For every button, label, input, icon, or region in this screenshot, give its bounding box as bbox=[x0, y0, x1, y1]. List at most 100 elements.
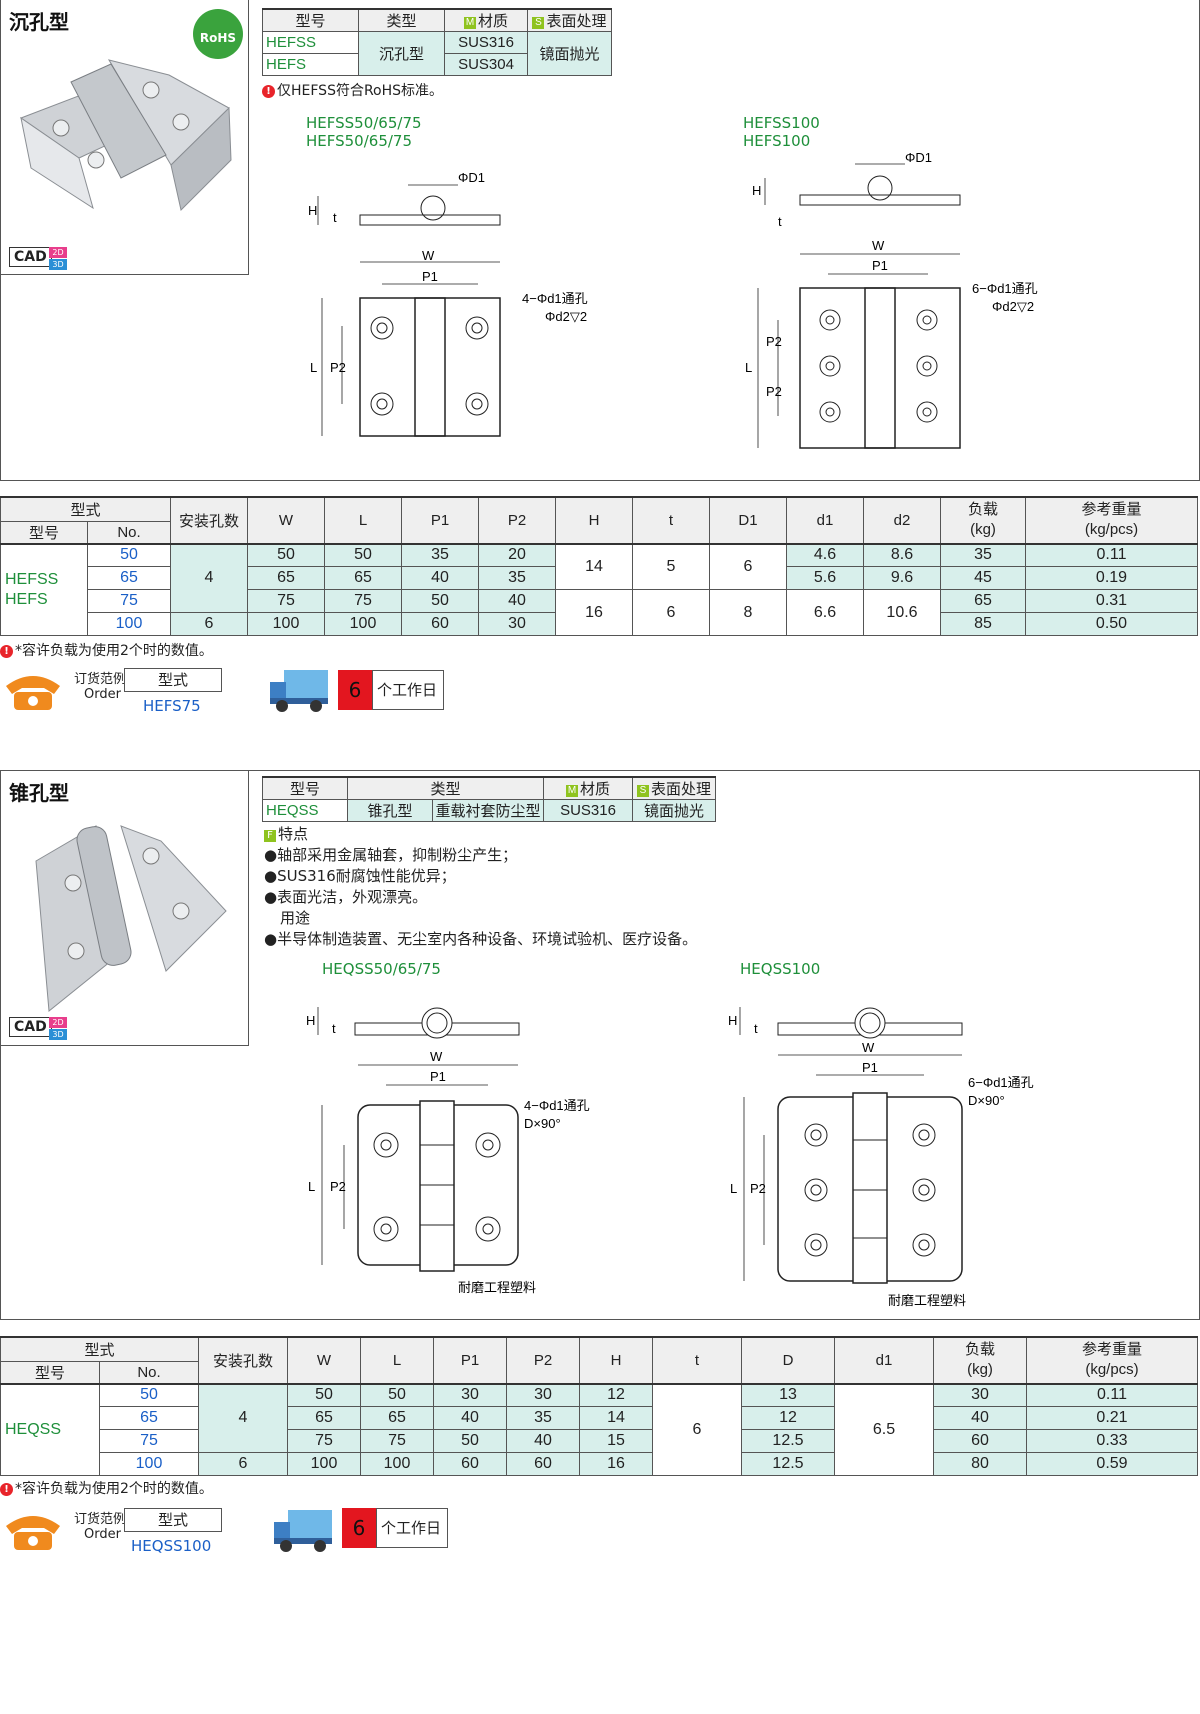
cell: 75 bbox=[324, 589, 402, 613]
spec-header-model: 型号 bbox=[262, 8, 359, 32]
product-photo-panel: 锥孔型 CAD 2D 3D bbox=[0, 770, 249, 1046]
cell: 12.5 bbox=[741, 1429, 835, 1453]
dim-t: t bbox=[332, 1021, 336, 1036]
cell: 6 bbox=[632, 589, 710, 636]
cad-3d-badge[interactable]: 3D bbox=[49, 1029, 67, 1040]
hinge-drawing-a: ΦD1 H t W P1 L P2 4−Φd1通孔 Φd2▽2 bbox=[308, 170, 588, 437]
no-cell: 75 bbox=[99, 1429, 199, 1453]
cell: 100 bbox=[247, 612, 325, 636]
hinge-photo bbox=[35, 825, 227, 1012]
table-header: L bbox=[360, 1336, 434, 1384]
no-cell: 50 bbox=[87, 543, 171, 567]
rohs-label: RoHS bbox=[199, 31, 237, 45]
features-title-text: 特点 bbox=[278, 825, 309, 843]
cell: 12.5 bbox=[741, 1452, 835, 1476]
no-cell: 75 bbox=[87, 589, 171, 613]
table-header: D bbox=[741, 1336, 835, 1384]
cell: 35 bbox=[478, 566, 556, 590]
hinge-drawing-b: H t W P1 L P2 6−Φd1通孔 D×90° 耐磨工程塑料 bbox=[728, 1007, 1034, 1308]
order-head: 型式 bbox=[124, 668, 222, 692]
cell: 9.6 bbox=[863, 566, 941, 590]
order-label-en: Order bbox=[84, 687, 121, 702]
holes-cell: 4 bbox=[170, 543, 248, 613]
cad-badge[interactable]: CAD bbox=[9, 247, 52, 267]
cell: 50 bbox=[360, 1383, 434, 1407]
order-label-en: Order bbox=[84, 1527, 121, 1542]
cell: 50 bbox=[433, 1429, 507, 1453]
table-header: L bbox=[324, 496, 402, 544]
cell: 6 bbox=[652, 1383, 742, 1476]
order-example[interactable]: HEFS75 bbox=[143, 697, 201, 715]
section-title: 沉孔型 bbox=[9, 10, 69, 34]
table-header: H bbox=[555, 496, 633, 544]
cell: 60 bbox=[933, 1429, 1027, 1453]
table-header: 型式 bbox=[0, 496, 171, 522]
header-line: (kg/pcs) bbox=[1085, 1361, 1139, 1379]
cell: 50 bbox=[287, 1383, 361, 1407]
cell: 10.6 bbox=[863, 589, 941, 636]
drawing-title-line: HEFS100 bbox=[743, 132, 811, 150]
dim-p1: P1 bbox=[422, 269, 438, 284]
spec-model: HEFS bbox=[262, 53, 359, 76]
table-header: P1 bbox=[401, 496, 479, 544]
table-header: 参考重量(kg/pcs) bbox=[1025, 496, 1198, 544]
dim-h: H bbox=[306, 1013, 315, 1028]
cad-badge[interactable]: CAD bbox=[9, 1017, 52, 1037]
no-cell: 100 bbox=[87, 612, 171, 636]
order-example[interactable]: HEQSS100 bbox=[131, 1537, 212, 1555]
cell: 35 bbox=[506, 1406, 580, 1430]
table-header: d1 bbox=[786, 496, 864, 544]
cell: 50 bbox=[247, 543, 325, 567]
header-line: 负载 bbox=[964, 1341, 995, 1359]
table-header: d1 bbox=[834, 1336, 934, 1384]
feature-tag-icon: F bbox=[264, 830, 276, 842]
hinge-drawing-b: ΦD1 H t W P1 L P2 P2 6−Φd1通孔 Φd2▽2 bbox=[745, 150, 1038, 449]
no-cell: 50 bbox=[99, 1383, 199, 1407]
dim-p1: P1 bbox=[872, 258, 888, 273]
cell: 16 bbox=[555, 589, 633, 636]
model-line: HEFSS bbox=[5, 570, 59, 588]
header-line: 负载 bbox=[967, 501, 998, 519]
dim-p1: P1 bbox=[430, 1069, 446, 1084]
table-header: W bbox=[247, 496, 325, 544]
table-header: No. bbox=[99, 1360, 199, 1384]
no-cell: 100 bbox=[99, 1452, 199, 1476]
cell: 0.21 bbox=[1026, 1406, 1198, 1430]
cell: 40 bbox=[478, 589, 556, 613]
spec-material: SUS304 bbox=[444, 53, 528, 76]
material-tag-icon: M bbox=[565, 785, 578, 797]
cell: 60 bbox=[401, 612, 479, 636]
table-row: 65 65 65 40 35 5.6 9.6 45 0.19 bbox=[1, 566, 1198, 590]
surface-tag-icon: S bbox=[532, 17, 545, 29]
table-row: 75 75 75 50 40 15 12.5 60 0.33 bbox=[1, 1429, 1198, 1453]
table-header: 型号 bbox=[0, 1360, 100, 1384]
header-line: 参考重量 bbox=[1081, 501, 1142, 519]
product-photo-panel: 沉孔型 RoHS CAD 2D 3D bbox=[0, 0, 249, 275]
lead-time-label: 个工作日 bbox=[376, 1508, 448, 1548]
table-header: d2 bbox=[863, 496, 941, 544]
material-label: 材质 bbox=[579, 781, 610, 798]
table-header: P2 bbox=[506, 1336, 580, 1384]
order-label: 订货范例 Order bbox=[74, 672, 126, 702]
cell: 60 bbox=[506, 1452, 580, 1476]
cell: 50 bbox=[401, 589, 479, 613]
cell: 30 bbox=[433, 1383, 507, 1407]
table-header: 负载(kg) bbox=[940, 496, 1026, 544]
cad-2d-badge[interactable]: 2D bbox=[49, 247, 67, 258]
hinge-photo bbox=[19, 59, 232, 211]
warning-icon: ! bbox=[262, 85, 275, 98]
drawing-title: HEFSS50/65/75 HEFS50/65/75 bbox=[306, 114, 422, 150]
spec-model: HEFSS bbox=[262, 31, 359, 54]
table-header: 安装孔数 bbox=[170, 496, 248, 544]
cell: 0.50 bbox=[1025, 612, 1198, 636]
cell: 45 bbox=[940, 566, 1026, 590]
table-row: 100 6 100 100 60 30 85 0.50 bbox=[1, 612, 1198, 636]
table-header: 参考重量(kg/pcs) bbox=[1026, 1336, 1198, 1384]
order-label-cn: 订货范例 bbox=[74, 1512, 127, 1527]
warning-icon: ! bbox=[0, 1483, 13, 1496]
cad-3d-badge[interactable]: 3D bbox=[49, 259, 67, 270]
cad-2d-badge[interactable]: 2D bbox=[49, 1017, 67, 1028]
dim-l: L bbox=[310, 360, 317, 375]
